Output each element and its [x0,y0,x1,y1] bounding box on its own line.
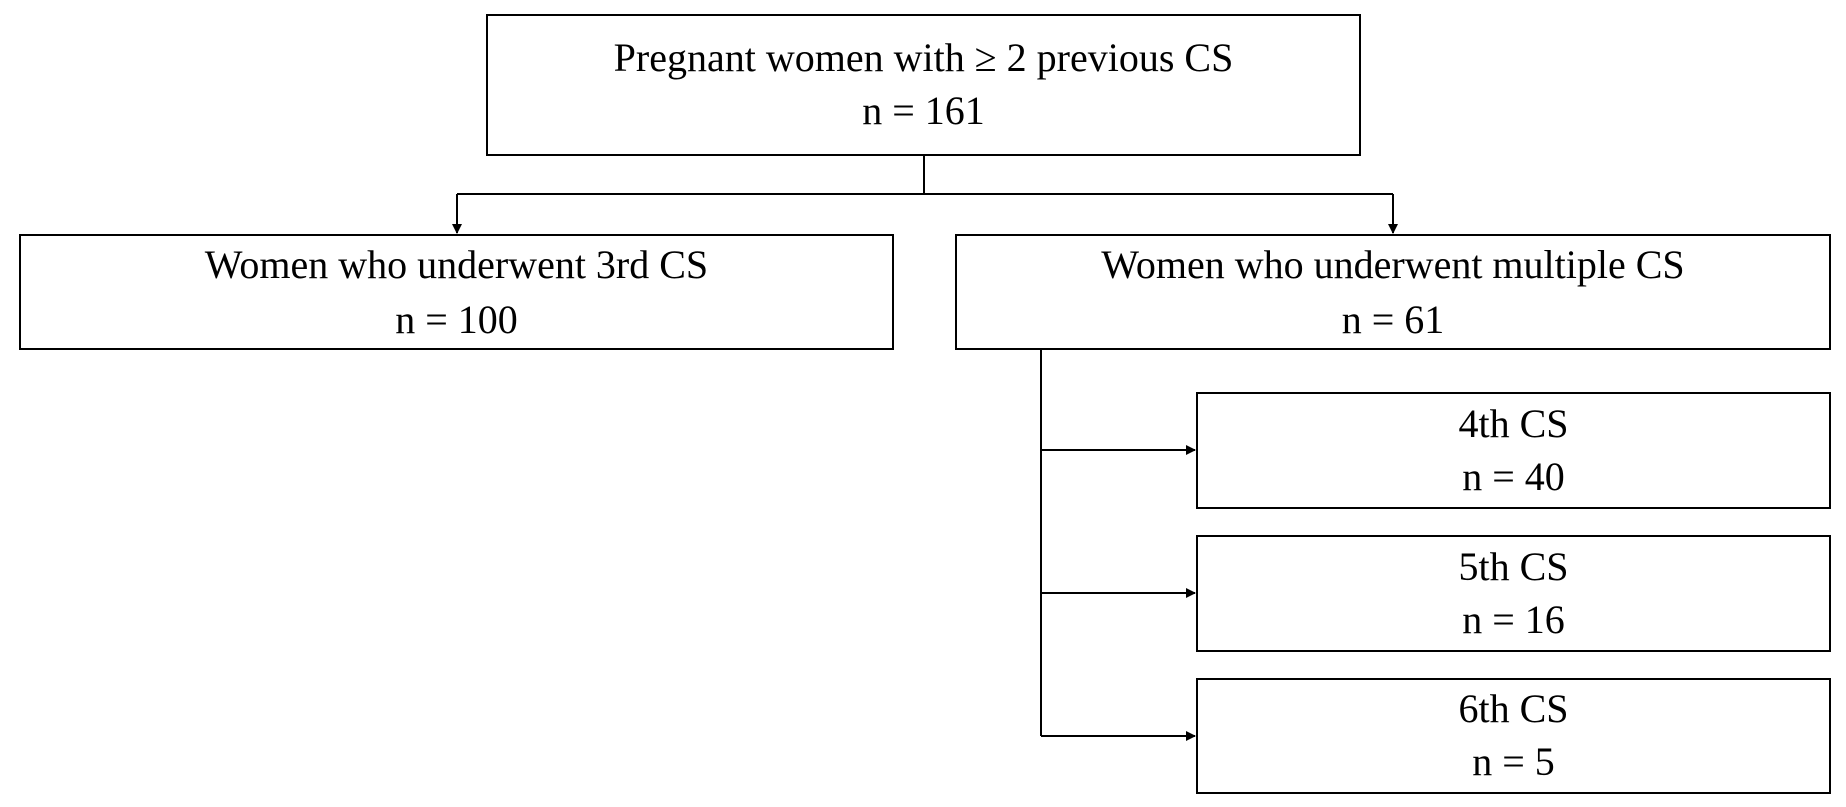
sixth-cs-node-title: 6th CS [1458,686,1569,732]
fourth-cs-node-title: 4th CS [1458,400,1569,446]
sixth-cs-node-box: 6th CS n = 5 [1196,678,1831,794]
fourth-cs-node-box: 4th CS n = 40 [1196,392,1831,509]
root-node-box: Pregnant women with ≥ 2 previous CS n = … [486,14,1361,156]
third-cs-node-box: Women who underwent 3rd CS n = 100 [19,234,894,350]
multiple-cs-node-count: n = 61 [1341,297,1445,342]
fifth-cs-node-box: 5th CS n = 16 [1196,535,1831,652]
fifth-cs-node-title: 5th CS [1458,543,1569,589]
sixth-cs-node-count: n = 5 [1472,739,1555,784]
root-node-count: n = 161 [862,88,985,133]
multiple-cs-node-title: Women who underwent multiple CS [1101,241,1685,287]
third-cs-node-title: Women who underwent 3rd CS [204,241,709,287]
multiple-cs-node-box: Women who underwent multiple CS n = 61 [955,234,1831,350]
root-node-title: Pregnant women with ≥ 2 previous CS [613,35,1234,81]
third-cs-node-count: n = 100 [395,297,518,342]
fourth-cs-node-count: n = 40 [1462,453,1565,499]
fifth-cs-node-count: n = 16 [1462,596,1565,642]
